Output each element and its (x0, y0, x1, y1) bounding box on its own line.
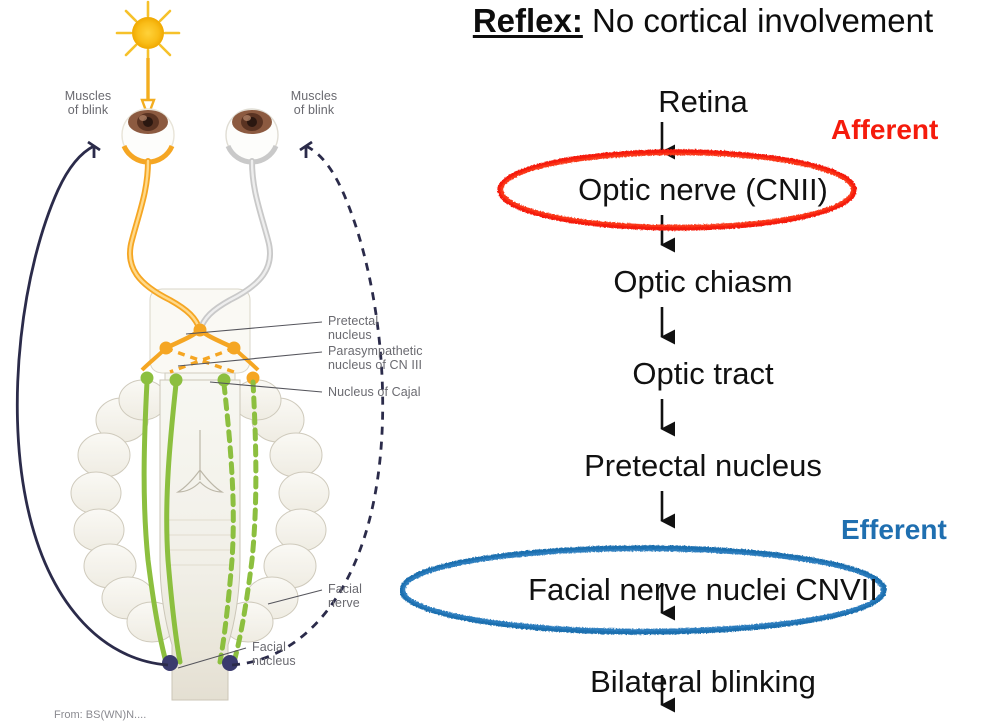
pathway-right-dashed-2 (231, 379, 259, 665)
label-facial-nerve: Facial nerve (328, 582, 362, 610)
reflex-flowchart: Reflex: No cortical involvement (400, 0, 1006, 722)
source-attribution: From: BS(WN)N.... (54, 709, 147, 721)
efferent-annotation: Efferent (841, 514, 947, 545)
sun-icon (115, 0, 181, 66)
light-beam-arrow (140, 98, 156, 120)
flow-node-optic-nerve: Optic nerve (CNII) (578, 172, 828, 207)
label-pretectal-nucleus: Pretectal nucleus (328, 314, 379, 342)
illustration-svg (15, 0, 385, 701)
page-title-keyword: Reflex: (472, 2, 583, 39)
afferent-annotation: Afferent (831, 114, 939, 145)
flow-node-facial-nerve-nuclei: Facial nerve nuclei CNVII (528, 572, 878, 607)
facial-nerve-right (231, 144, 385, 667)
label-nucleus-of-cajal: Nucleus of Cajal (328, 385, 421, 399)
brainstem-silhouette (70, 288, 330, 701)
facial-nerve-left-terminal (87, 140, 101, 158)
flow-node-optic-chiasm: Optic chiasm (613, 264, 793, 299)
facial-nucleus-left (162, 655, 178, 671)
left-eye (121, 108, 175, 165)
page-title-rest: No cortical involvement (582, 2, 934, 39)
flow-node-optic-tract: Optic tract (632, 356, 774, 391)
pathway-left-solid (141, 379, 169, 665)
right-eye (225, 108, 279, 165)
anatomical-illustration: Muscles of blink Muscles of blink Pretec… (0, 0, 423, 722)
label-muscles-of-blink-right: Muscles of blink (290, 89, 338, 117)
pretectal-nuclei (140, 323, 260, 387)
pathway-left-solid-2 (164, 381, 183, 665)
flow-node-pretectal-nucleus: Pretectal nucleus (584, 448, 822, 483)
facial-nerve-right-terminal (299, 140, 313, 158)
flow-node-bilateral-blinking: Bilateral blinking (590, 664, 816, 699)
facial-nerve-left (15, 144, 169, 667)
label-parasympathetic-nucleus-cn3: Parasympathetic nucleus of CN III (328, 344, 423, 372)
facial-nucleus-right (222, 655, 238, 671)
label-muscles-of-blink-left: Muscles of blink (64, 89, 112, 117)
pathway-right-dashed (217, 381, 236, 665)
label-facial-nucleus: Facial nucleus (252, 640, 296, 668)
page-title: Reflex: No cortical involvement (400, 2, 1006, 40)
label-leader-lines (177, 321, 323, 669)
flow-node-retina: Retina (658, 84, 748, 119)
